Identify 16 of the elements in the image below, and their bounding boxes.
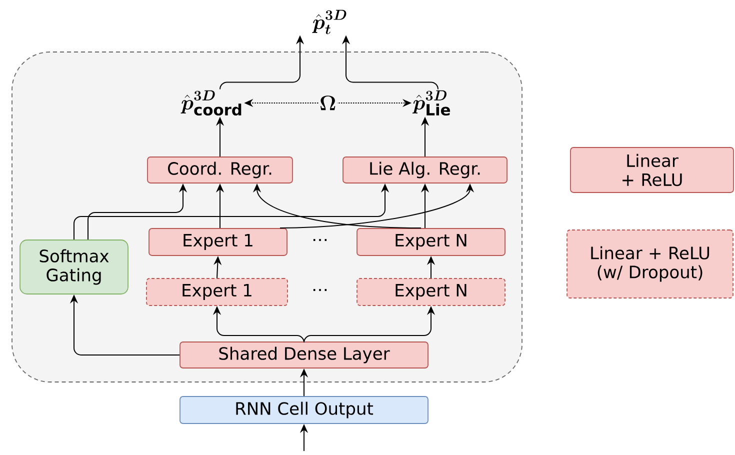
layer-box: Shared Dense Layer xyxy=(180,342,428,368)
gating-box: Softmax Gating xyxy=(20,240,128,294)
layer-box: Expert N xyxy=(356,228,506,256)
output-symbol: $\hat{\boldsymbol{p}}^{\boldsymbol{3D}}_{\textbf{Lie}}$ xyxy=(412,90,450,116)
ellipsis: … xyxy=(313,288,327,292)
input-box: RNN Cell Output xyxy=(180,396,428,424)
output-symbol: $\hat{\boldsymbol{p}}_{\boldsymbol{t}}^{\boldsymbol{3D}}$ xyxy=(312,10,346,34)
legend-box: Linear + ReLU (w/ Dropout) xyxy=(566,230,734,298)
layer-box: Expert N xyxy=(356,278,506,306)
legend-box: Linear + ReLU xyxy=(570,147,734,193)
layer-box: Coord. Regr. xyxy=(147,156,293,184)
ellipsis: … xyxy=(313,238,327,242)
layer-box: Expert 1 xyxy=(146,278,288,306)
layer-box: Expert 1 xyxy=(148,228,288,256)
output-symbol: $\hat{\boldsymbol{p}}^{\boldsymbol{3D}}_{\textbf{coord}}$ xyxy=(180,90,242,116)
layer-box: Lie Alg. Regr. xyxy=(342,156,508,184)
